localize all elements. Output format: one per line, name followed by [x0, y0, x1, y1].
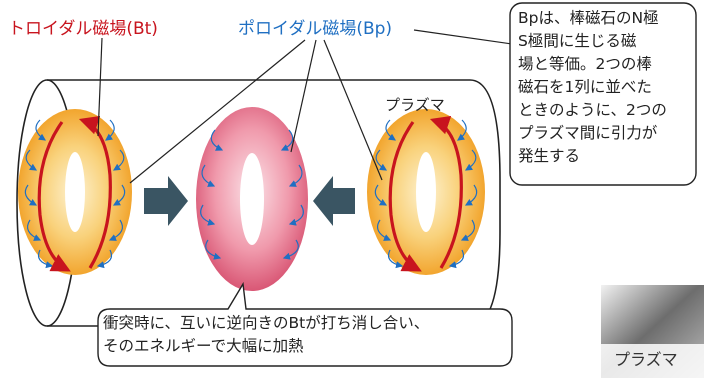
torus-right — [367, 109, 485, 275]
callout-text: 衝突時に、互いに逆向きのBtが打ち消し合い、 そのエネルギーで大幅に加熱 — [103, 314, 430, 355]
photo-caption: プラズマ — [614, 350, 678, 369]
note-text: Bpは、棒磁石のN極 S極間に生じる磁 場と等価。2つの棒 磁石を1列に並べた … — [518, 9, 667, 165]
merge-arrow-right — [144, 176, 188, 226]
torus-left — [18, 109, 132, 275]
leader-poloidal-middle — [290, 39, 317, 153]
note-box — [509, 2, 697, 186]
leader-toroidal — [97, 37, 103, 137]
plasma-label: プラズマ — [385, 96, 445, 114]
callout-box — [97, 281, 513, 367]
toroidal-arrow-right — [388, 121, 422, 272]
leader-note — [413, 29, 513, 45]
toroidal-arrow-left — [37, 121, 71, 272]
leader-poloidal-right — [323, 39, 383, 181]
merge-arrow-left — [313, 176, 355, 226]
leader-poloidal-left — [129, 39, 306, 184]
toroidal-field-label: トロイダル磁場(Bt) — [8, 19, 158, 39]
poloidal-field-label: ポロイダル磁場(Bp) — [238, 19, 393, 39]
plasma-photo — [601, 285, 704, 378]
torus-middle — [196, 107, 308, 291]
